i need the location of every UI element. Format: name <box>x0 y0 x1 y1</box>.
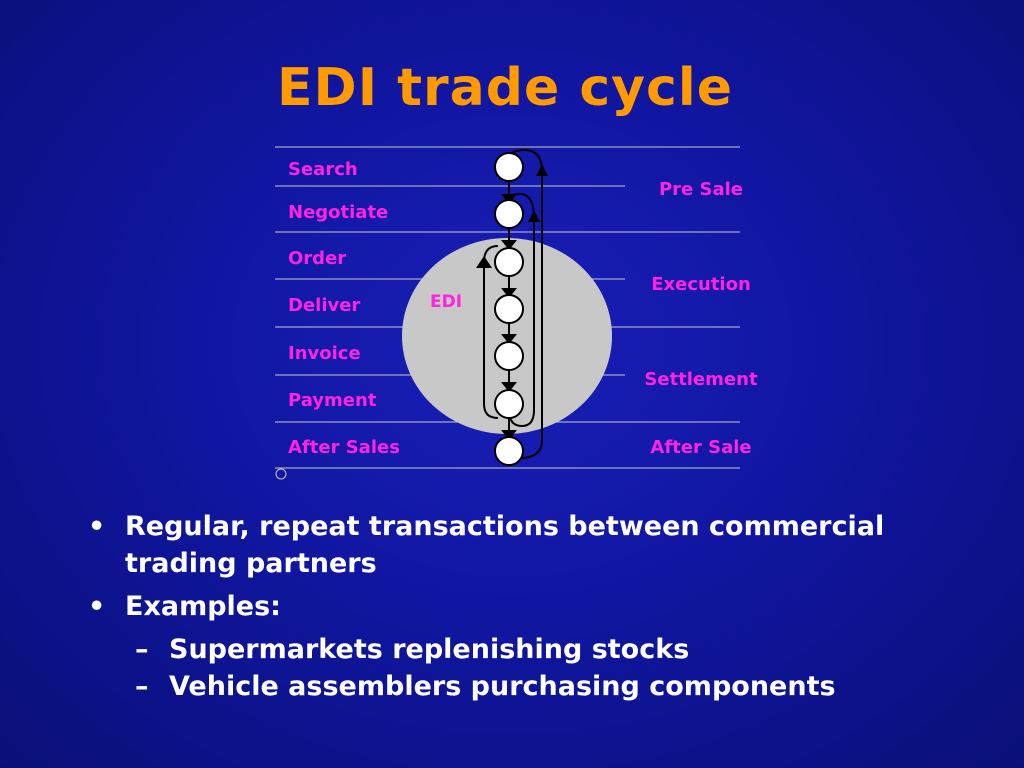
stage-label-negotiate: Negotiate <box>288 202 388 223</box>
node-payment <box>494 389 524 419</box>
node-search <box>494 152 524 182</box>
node-deliver <box>494 294 524 324</box>
bullet-text: Regular, repeat transactions between com… <box>125 511 885 579</box>
sub-bullet-marker: – <box>135 671 149 702</box>
node-invoice <box>494 341 524 371</box>
node-negotiate <box>494 199 524 229</box>
node-after-sales <box>494 436 524 466</box>
flow-arrows <box>501 182 517 440</box>
stage-label-invoice: Invoice <box>288 343 361 364</box>
stage-nodes <box>494 152 524 466</box>
phase-label-after-sale: After Sale <box>650 437 751 458</box>
stage-label-deliver: Deliver <box>288 295 360 316</box>
bullet-item: • Examples: <box>88 588 988 625</box>
bullet-marker: • <box>88 511 106 542</box>
trade-cycle-diagram: Search Negotiate Order Deliver Invoice P… <box>275 146 758 480</box>
sub-bullet-text: Vehicle assemblers purchasing components <box>169 671 836 702</box>
feedback-arrowheads <box>476 164 548 268</box>
stage-label-search: Search <box>288 159 358 180</box>
stage-label-payment: Payment <box>288 390 377 411</box>
phase-label-settlement: Settlement <box>644 369 758 390</box>
bullet-marker: • <box>88 591 106 622</box>
phase-label-execution: Execution <box>651 274 751 295</box>
bullet-item: • Regular, repeat transactions between c… <box>88 508 988 582</box>
sub-bullet-item: – Supermarkets replenishing stocks <box>135 631 988 668</box>
small-circle-marker <box>275 468 287 480</box>
stage-label-after-sales: After Sales <box>288 437 400 458</box>
bullet-text: Examples: <box>125 591 281 622</box>
bullet-list: • Regular, repeat transactions between c… <box>88 508 988 705</box>
node-order <box>494 247 524 277</box>
stage-row-lines <box>275 146 740 469</box>
sub-bullet-marker: – <box>135 634 149 665</box>
phase-label-pre-sale: Pre Sale <box>659 179 743 200</box>
sub-bullet-item: – Vehicle assemblers purchasing componen… <box>135 668 988 705</box>
stage-label-order: Order <box>288 248 346 269</box>
slide-title: EDI trade cycle <box>277 58 733 118</box>
sub-bullet-text: Supermarkets replenishing stocks <box>169 634 690 665</box>
edi-label: EDI <box>430 292 462 312</box>
